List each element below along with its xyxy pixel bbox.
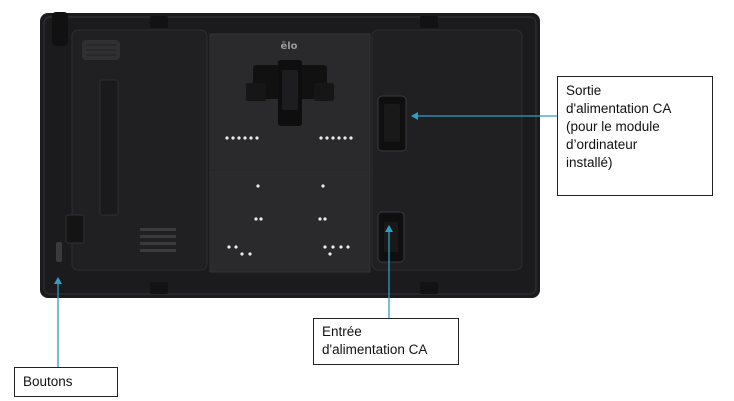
mount-hole [325, 136, 329, 140]
mount-hole [256, 184, 260, 188]
callout-line: installé) [566, 155, 613, 170]
ac-power-input-port [377, 211, 405, 263]
mount-hole [227, 245, 231, 249]
ac-power-output-port [377, 95, 407, 152]
leader-lines [54, 112, 558, 368]
mount-hole [243, 136, 247, 140]
mount-hole [248, 252, 252, 256]
speaker-grille-left [82, 40, 120, 60]
mount-hole [254, 217, 258, 221]
mount-hole [337, 136, 341, 140]
stand-bracket [246, 60, 334, 126]
elo-logo: ēlo [280, 41, 297, 52]
mount-hole [343, 136, 347, 140]
callout-line: Sortie [566, 83, 602, 98]
mount-hole [225, 136, 229, 140]
callout-ac-power-output: Sortie d'alimentation CA (pour le module… [557, 76, 713, 196]
right-side-region [371, 29, 523, 271]
callout-line: Entrée [322, 324, 362, 339]
vesa-mount-holes [225, 136, 353, 256]
vent-slots [140, 228, 176, 252]
mount-hole [318, 217, 322, 221]
mount-hole [240, 252, 244, 256]
mount-hole [249, 136, 253, 140]
mount-hole [237, 136, 241, 140]
mount-hole [346, 245, 350, 249]
mount-hole [339, 245, 343, 249]
mount-hole [255, 136, 259, 140]
callout-line: d’ordinateur [566, 137, 638, 152]
mount-hole [259, 217, 263, 221]
left-side-region [71, 29, 208, 271]
side-buttons [56, 214, 85, 262]
callout-line: d'alimentation CA [566, 101, 672, 116]
callout-line: Boutons [23, 374, 73, 389]
callout-buttons: Boutons [14, 367, 118, 397]
mount-hole [323, 217, 327, 221]
callout-line: (pour le module [566, 119, 660, 134]
callout-ac-power-input: Entrée d'alimentation CA [313, 318, 459, 365]
mount-hole [331, 136, 335, 140]
mount-hole [231, 136, 235, 140]
callout-line: d'alimentation CA [322, 342, 428, 357]
mount-hole [234, 245, 238, 249]
mount-hole [321, 184, 325, 188]
mount-hole [349, 136, 353, 140]
mount-hole [319, 136, 323, 140]
mount-hole [323, 245, 327, 249]
mount-hole [328, 252, 332, 256]
mount-hole [331, 245, 335, 249]
